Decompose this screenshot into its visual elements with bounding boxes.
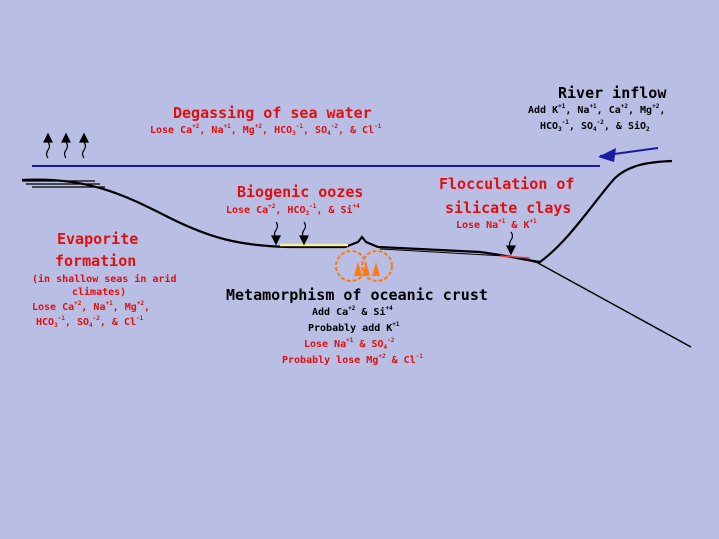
metamorphism-line4: Probably lose Mg+2 & Cl-1 [282, 353, 423, 367]
river-inflow-title: River inflow [558, 84, 667, 102]
biogenic-detail: Lose Ca+2, HCO3-1, & Si+4 [226, 203, 360, 217]
metamorphism-line1: Add Ca+2 & Si+4 [312, 305, 393, 319]
evaporite-detail-line3: Lose Ca+2, Na+1, Mg+2, [32, 300, 151, 314]
continental-slope-line [537, 262, 692, 348]
biogenic-arrows [271, 221, 309, 246]
hydrothermal-vent-circles [335, 250, 393, 282]
floor-secondary-line [379, 248, 539, 264]
degassing-title: Degassing of sea water [173, 104, 372, 122]
metamorphism-line3: Lose Na+1 & SO4-2 [304, 337, 395, 351]
flocculation-arrow [506, 231, 516, 256]
evaporite-detail-line2: climates) [72, 287, 127, 298]
metamorphism-line2: Probably add K+1 [308, 321, 400, 335]
clay-layer [499, 255, 531, 259]
seafloor-profile [21, 159, 673, 264]
evaporite-title-line2: formation [55, 252, 137, 270]
evaporite-detail-line1: (in shallow seas in arid [32, 274, 177, 285]
river-inflow-arrow [598, 147, 659, 162]
river-inflow-detail-line1: Add K+1, Na+1, Ca+2, Mg+2, [528, 103, 666, 117]
evaporite-title-line1: Evaporite [57, 230, 139, 248]
flocculation-title-line2: silicate clays [445, 199, 572, 217]
evaporite-detail-line4: HCO3-1, SO4-2, & Cl-1 [36, 315, 144, 329]
degassing-arrows [43, 132, 89, 159]
flocculation-detail: Lose Na+1 & K+1 [456, 218, 537, 232]
flocculation-title-line1: Flocculation of [439, 175, 575, 193]
degassing-detail: Lose Ca+2, Na+1, Mg+2, HCO3-1, SO4-2, & … [150, 123, 382, 137]
river-inflow-detail-line2: HCO3-1, SO4-2, & SiO2 [540, 119, 650, 133]
vent-plumes [354, 262, 380, 276]
metamorphism-title: Metamorphism of oceanic crust [226, 286, 488, 304]
biogenic-title: Biogenic oozes [237, 183, 364, 201]
